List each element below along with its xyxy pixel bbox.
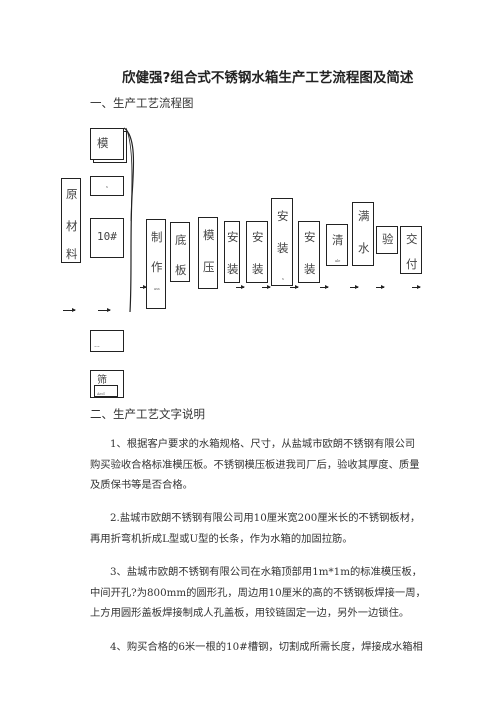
mold-press-char-1: 模 xyxy=(203,228,215,242)
install2-char-1: 安 xyxy=(252,230,264,244)
raw-char-1: 原 xyxy=(66,187,78,201)
install3-tiny: s xyxy=(282,277,284,281)
install-box-4: 安 装 xyxy=(298,221,320,283)
bottom-plate-box: 底 板 xyxy=(170,222,190,282)
paragraph-3-line-2: 中间开孔?为800mm的圆形孔，周边用10厘米的高的不锈钢板焊接一周， xyxy=(90,586,426,599)
arrow-7 xyxy=(320,285,329,289)
delivery-box: 交 付 xyxy=(400,226,422,274)
paragraph-2: 2.盐城市欧朗不锈钢有限公司用10厘米宽200厘米长的不锈钢板材， 再用折弯机折… xyxy=(90,508,426,549)
arrow-3 xyxy=(140,285,147,289)
channel-steel-box: 10# xyxy=(90,218,124,258)
arrow-1 xyxy=(63,308,76,312)
install1-char-1: 安 xyxy=(227,230,239,244)
paragraph-1-line-2: 购买验收合格标准模压板。不锈钢模压板进我司厂后，验收其厚度、质量 xyxy=(90,458,420,471)
install-box-2: 安 装 xyxy=(246,221,268,283)
arrow-8 xyxy=(350,285,359,289)
install2-char-2: 装 xyxy=(252,262,264,276)
install4-char-2: 装 xyxy=(304,262,316,276)
make-tiny: ass xyxy=(154,287,160,291)
paragraph-4-line-1: 4、购买合格的6米一根的10#槽钢，切割成所需长度，焊接成水箱相 xyxy=(110,641,423,653)
paragraph-3-line-1: 3、盐城市欧朗不锈钢有限公司在水箱顶部用1m*1m的标准模压板， xyxy=(110,566,423,578)
arrow-5 xyxy=(262,285,271,289)
raw-char-3: 料 xyxy=(66,247,78,261)
clean-tiny: ale xyxy=(335,259,341,263)
mold-box: 模 xyxy=(90,128,124,160)
raw-material-box: 原 材 料 xyxy=(61,178,81,263)
small-box-s: s xyxy=(90,176,124,196)
delivery-char-1: 交 xyxy=(406,232,418,246)
mold-press-char-2: 压 xyxy=(203,260,215,274)
paragraph-4: 4、购买合格的6米一根的10#槽钢，切割成所需长度，焊接成水箱相 xyxy=(90,637,426,658)
paragraph-2-line-1: 2.盐城市欧朗不锈钢有限公司用10厘米宽200厘米长的不锈钢板材， xyxy=(110,512,421,524)
section-heading-description: 二、生产工艺文字说明 xyxy=(90,407,205,421)
install4-char-1: 安 xyxy=(304,230,316,244)
process-flowchart: 模 s 10# 原 材 料 制 作 ass 底 板 模 压 安 装 安 xyxy=(61,127,422,398)
small-box-lower-1-label: ~~ xyxy=(94,345,100,349)
delivery-char-2: 付 xyxy=(406,257,418,271)
paragraph-1: 1、根据客户要求的水箱规格、尺寸，从盐城市欧朗不锈钢有限公司 购买验收合格标准模… xyxy=(90,434,426,496)
install-box-1: 安 装 xyxy=(224,221,240,283)
small-box-s-label: s xyxy=(106,185,108,189)
install-box-3: 安 装 s xyxy=(271,198,293,286)
bracket-line xyxy=(123,127,135,313)
section-heading-flowchart: 一、生产工艺流程图 xyxy=(90,96,194,110)
paragraph-3-line-3: 上方用圆形盖板焊接制成人孔盖板，用铰链固定一边，另外一边锁住。 xyxy=(90,607,410,619)
paragraph-1-line-3: 及质保书等是否合格。 xyxy=(90,479,193,491)
mold-label: 模 xyxy=(97,136,109,150)
make-char-1: 制 xyxy=(151,230,163,244)
clean-char: 清 xyxy=(332,233,344,247)
arrow-2 xyxy=(98,308,111,312)
full-water-box: 满 水 xyxy=(352,202,374,266)
install3-char-2: 装 xyxy=(277,241,289,255)
install3-char-1: 安 xyxy=(277,209,289,223)
paragraph-3: 3、盐城市欧朗不锈钢有限公司在水箱顶部用1m*1m的标准模压板， 中间开孔?为8… xyxy=(90,562,426,624)
paragraph-2-line-2: 再用折弯机折成L型或U型的长条，作为水箱的加固拉筋。 xyxy=(90,532,353,545)
arrow-4 xyxy=(236,285,245,289)
small-box-lower-2-top: 筛 xyxy=(97,375,107,386)
paragraph-1-line-1: 1、根据客户要求的水箱规格、尺寸，从盐城市欧朗不锈钢有限公司 xyxy=(110,438,416,450)
document-title: 欣健强?组合式不锈钢水箱生产工艺流程图及简述 xyxy=(122,70,414,86)
bottom-plate-char-2: 板 xyxy=(175,263,187,277)
small-box-lower-2: 筛 Aecl xyxy=(90,370,124,398)
bottom-plate-char-1: 底 xyxy=(175,233,187,247)
full-water-char-2: 水 xyxy=(358,241,370,255)
clean-box: 清 ale xyxy=(326,224,348,266)
make-char-2: 作 xyxy=(151,260,163,274)
small-box-lower-2-inner: Aecl xyxy=(94,385,118,397)
mold-press-box: 模 压 xyxy=(198,217,218,289)
make-box: 制 作 ass xyxy=(146,219,166,309)
install1-char-2: 装 xyxy=(227,262,239,276)
arrow-6 xyxy=(290,285,299,289)
channel-steel-label: 10# xyxy=(97,230,117,243)
arrow-9 xyxy=(376,285,385,289)
full-water-char-1: 满 xyxy=(358,209,370,223)
small-box-lower-1: ~~ xyxy=(90,330,124,352)
raw-char-2: 材 xyxy=(66,219,78,233)
arrow-10 xyxy=(412,285,421,289)
small-box-lower-2-bottom: Aecl xyxy=(97,392,105,396)
inspection-char: 验 xyxy=(382,232,394,246)
inspection-box: 验 xyxy=(376,226,398,254)
